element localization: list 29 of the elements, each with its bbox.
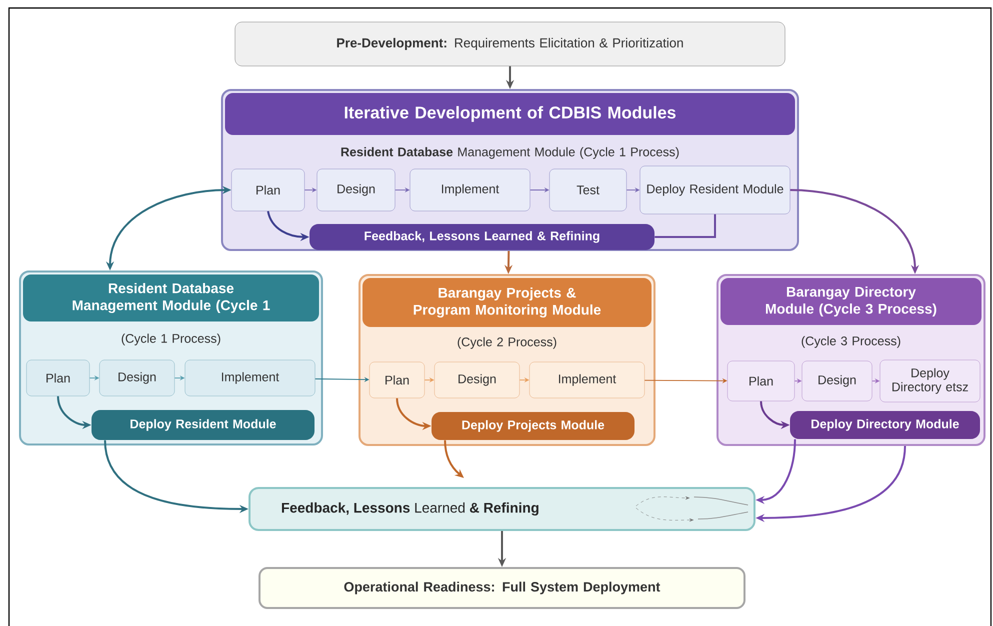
panel-heading: Barangay Directory Module (Cycle 3 Process) (766, 286, 936, 317)
process-box: Operational Readiness: Full System Deployment (258, 567, 746, 609)
process-box: Pre-Development: Requirements Elicitation & Prioritization (234, 22, 786, 66)
step-box: Design (99, 360, 175, 396)
panel-heading: Barangay Projects & Program Monitoring Module (414, 287, 601, 318)
process-box: Feedback, Lessons Learned & Refining (248, 487, 756, 531)
step-box: Plan (727, 360, 795, 402)
step-box: Design (434, 362, 520, 398)
step-box: Deploy Directory etsz (880, 360, 980, 402)
step-box: Implement (529, 362, 645, 398)
step-box: Implement (410, 168, 530, 212)
stage-pill: Deploy Directory Module (790, 411, 980, 439)
step-box: Plan (231, 168, 305, 212)
stage-pill: Feedback, Lessons Learned & Refining (310, 224, 654, 250)
step-box: Implement (184, 360, 316, 396)
step-box: Test (549, 168, 627, 212)
step-box: Design (316, 168, 396, 212)
panel-subtitle: Resident Database Management Module (Cycle 1 Process) (341, 147, 679, 159)
step-box: Plan (369, 362, 425, 398)
panel-heading: Iterative Development of CDBIS Modules (344, 106, 676, 122)
step-box: Plan (26, 360, 90, 396)
step-box: Deploy Resident Module (640, 166, 790, 214)
panel-subtitle: (Cycle 2 Process) (458, 337, 556, 349)
step-box: Design (802, 360, 872, 402)
panel-subtitle: (Cycle 3 Process) (802, 336, 900, 348)
panel-heading: Resident Database Management Module (Cycle 1 (72, 282, 270, 314)
stage-pill: Deploy Resident Module (92, 410, 314, 440)
stage-pill: Deploy Projects Module (432, 412, 634, 440)
panel-subtitle: (Cycle 1 Process) (122, 334, 220, 346)
